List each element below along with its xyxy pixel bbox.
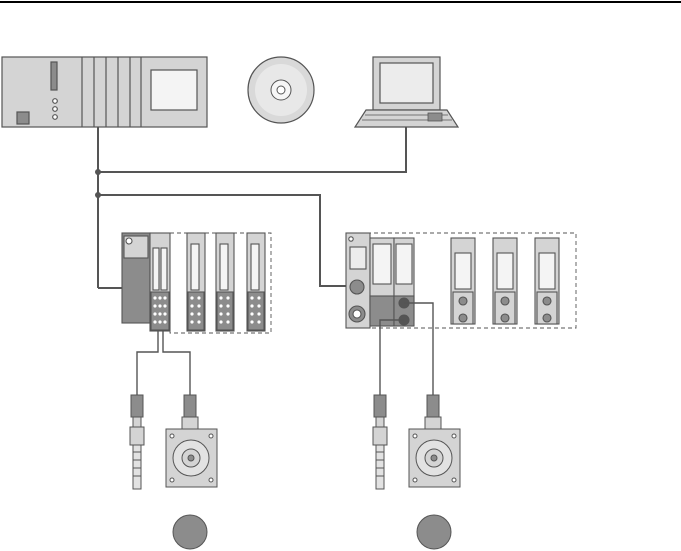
laptop-pc-icon [355,57,458,127]
circle-marker-icon [417,515,451,549]
proximity-sensor-icon [130,395,144,489]
field-wiring-left [137,331,190,395]
rotary-encoder-icon [166,395,217,487]
bus-junction-2 [95,192,101,198]
io-station-left [122,233,271,333]
rotary-encoder-icon [409,395,460,487]
plc-controller-icon [2,57,207,127]
circle-marker-icon [173,515,207,549]
bus-junction-1 [95,169,101,175]
cd-disc-icon [248,57,314,123]
proximity-sensor-icon [373,395,387,489]
io-station-right [346,233,576,328]
